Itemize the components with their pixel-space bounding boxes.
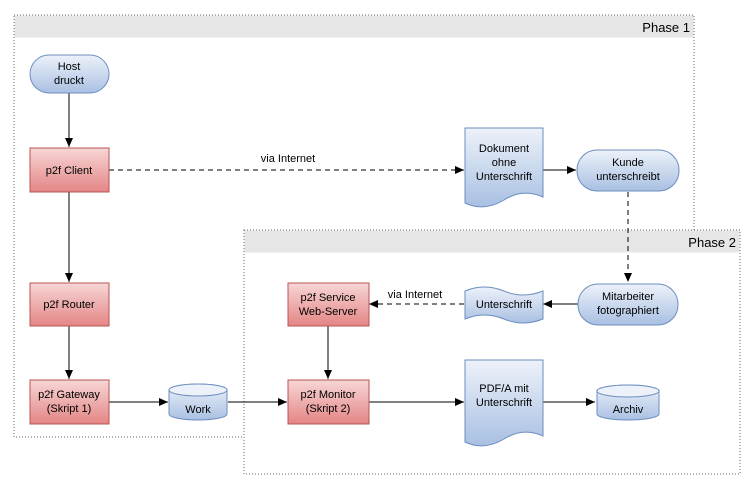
node-label: Archiv (613, 404, 644, 416)
node-label: Kunde (612, 157, 644, 169)
svg-text:Host: Host (58, 61, 81, 73)
edge-label-via-internet-1: via Internet (261, 153, 315, 165)
node-label: (Skript 2) (306, 403, 351, 415)
node-p2f-router: p2f Router (29, 282, 110, 327)
node-kunde-unterschreibt: Kunde unterschreibt (576, 149, 680, 192)
phase-1-container: Phase 1 (13, 14, 695, 438)
edge-label-via-internet-2: via Internet (388, 289, 442, 301)
node-work-database: Work (168, 383, 228, 421)
node-label: Host (58, 61, 81, 73)
node-unterschrift: Unterschrift (464, 286, 544, 324)
node-dokument-ohne-unterschrift: Dokument ohne Unterschrift (464, 127, 544, 208)
node-pdfa-mit-unterschrift: PDF/A mit Unterschrift (464, 359, 544, 447)
node-label: Dokument (479, 143, 529, 155)
node-p2f-monitor: p2f Monitor (Skript 2) (287, 379, 370, 425)
node-label: p2f Monitor (300, 389, 355, 401)
node-label: p2f Gateway (38, 389, 100, 401)
node-label: p2f Router (43, 299, 95, 311)
svg-text:druckt: druckt (54, 75, 84, 87)
node-p2f-client: p2f Client (29, 147, 110, 193)
phase-2-label: Phase 2 (688, 235, 736, 250)
node-p2f-service: p2f Service Web-Server (287, 282, 370, 327)
node-label: p2f Client (46, 165, 92, 177)
phase-1-label: Phase 1 (642, 20, 690, 35)
node-label: unterschreibt (596, 171, 660, 183)
node-label: Web-Server (299, 306, 358, 318)
node-label: druckt (54, 75, 84, 87)
node-host-druckt: Host druckt (29, 54, 110, 94)
node-label: fotographiert (597, 305, 659, 317)
node-label: Unterschrift (476, 171, 532, 183)
node-mitarbeiter-fotographiert: Mitarbeiter fotographiert (577, 283, 679, 326)
node-label: (Skript 1) (47, 403, 92, 415)
node-label: Unterschrift (476, 299, 532, 311)
node-p2f-gateway: p2f Gateway (Skript 1) (29, 379, 110, 425)
node-label: Mitarbeiter (602, 291, 654, 303)
node-label: PDF/A mit (479, 383, 529, 395)
node-archiv-database: Archiv (596, 384, 660, 421)
edges (65, 93, 632, 406)
node-label: p2f Service (300, 292, 355, 304)
node-label: ohne (492, 157, 516, 169)
node-label: Unterschrift (476, 397, 532, 409)
node-label: Work (185, 404, 211, 416)
